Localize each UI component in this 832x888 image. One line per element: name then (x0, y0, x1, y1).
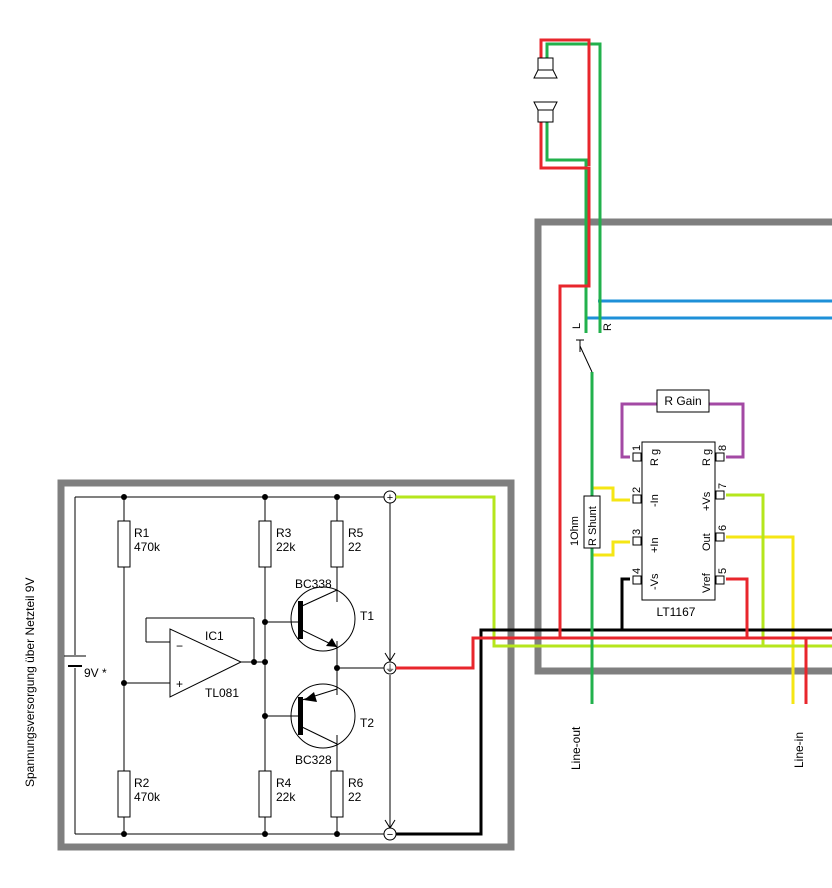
opamp-minus-sign: − (176, 639, 183, 653)
purple-wires (620, 402, 745, 459)
speaker-top (533, 57, 558, 79)
r3-value: 22k (276, 540, 296, 554)
pin-2-name: -In (649, 494, 661, 507)
power-supply-frame (57, 479, 515, 851)
yellow-wires (592, 486, 795, 704)
battery-label: 9V * (84, 666, 107, 680)
output-terminals (383, 490, 397, 841)
pin-2-num: 2 (631, 487, 643, 493)
r4-value: 22k (276, 790, 296, 804)
opamp-ref: IC1 (205, 629, 224, 643)
resistor-bodies (117, 520, 344, 818)
gain-resistor (656, 389, 710, 413)
opamp-part: TL081 (205, 686, 239, 700)
r1-name: R1 (134, 526, 150, 540)
shunt-name: R Shunt (587, 506, 599, 546)
shunt-value: 1Ohm (569, 516, 581, 546)
r6-name: R6 (348, 776, 364, 790)
lime-wires (396, 493, 832, 648)
r4-name: R4 (276, 776, 292, 790)
t2-part: BC328 (295, 753, 332, 767)
ic-part: LT1167 (657, 605, 696, 619)
r2-value: 470k (134, 790, 161, 804)
line-in-label: Line-in (792, 732, 806, 768)
pin-1-name: R g (649, 449, 661, 466)
battery-symbol (64, 655, 86, 667)
transistor-t1 (290, 586, 356, 652)
pin-3-num: 3 (631, 529, 643, 535)
r2-name: R2 (134, 776, 150, 790)
pin-4-num: 4 (631, 568, 643, 574)
ic-pin-stubs (632, 452, 725, 585)
shunt-resistor (583, 495, 601, 549)
black-wires (396, 577, 832, 836)
opamp-triangle (169, 628, 243, 698)
pin-3-name: +In (649, 537, 661, 553)
gain-label: R Gain (664, 394, 701, 408)
speaker-bottom (533, 101, 558, 123)
r1-value: 470k (134, 540, 161, 554)
t1-part: BC338 (295, 577, 332, 591)
pin-7-num: 7 (717, 483, 729, 489)
terminal-minus: − (387, 829, 393, 841)
t1-ref: T1 (360, 609, 374, 623)
terminal-plus: + (387, 492, 393, 504)
red-wires (396, 38, 832, 704)
pin-6-name: Out (701, 533, 713, 551)
pin-5-num: 5 (717, 568, 729, 574)
switch-right-label: R (602, 323, 614, 331)
line-out-label: Line-out (569, 726, 583, 770)
r3-name: R3 (276, 526, 292, 540)
switch-left-label: L (571, 323, 583, 329)
r5-name: R5 (348, 526, 364, 540)
pin-6-num: 6 (717, 525, 729, 531)
green-wires (545, 42, 602, 704)
junction-dots (121, 494, 340, 837)
opamp-plus-sign: + (176, 677, 183, 691)
pin-8-num: 8 (717, 445, 729, 451)
r6-value: 22 (348, 790, 362, 804)
r5-value: 22 (348, 540, 362, 554)
pin-8-name: R g (701, 449, 713, 466)
terminal-gnd: ⏚ (385, 663, 395, 675)
pin-7-name: +Vs (701, 491, 713, 511)
measurement-frame (534, 218, 832, 675)
pin-4-name: -Vs (649, 573, 661, 590)
ic-body (641, 441, 716, 601)
pin-5-name: Vref (701, 572, 713, 593)
supply-label: Spannungsversorgung über Netzteil 9V (23, 578, 37, 787)
pin-1-num: 1 (631, 445, 643, 451)
blue-wires (586, 299, 832, 320)
t2-ref: T2 (360, 716, 374, 730)
channel-switch (576, 339, 593, 373)
transistor-t2 (290, 683, 356, 749)
